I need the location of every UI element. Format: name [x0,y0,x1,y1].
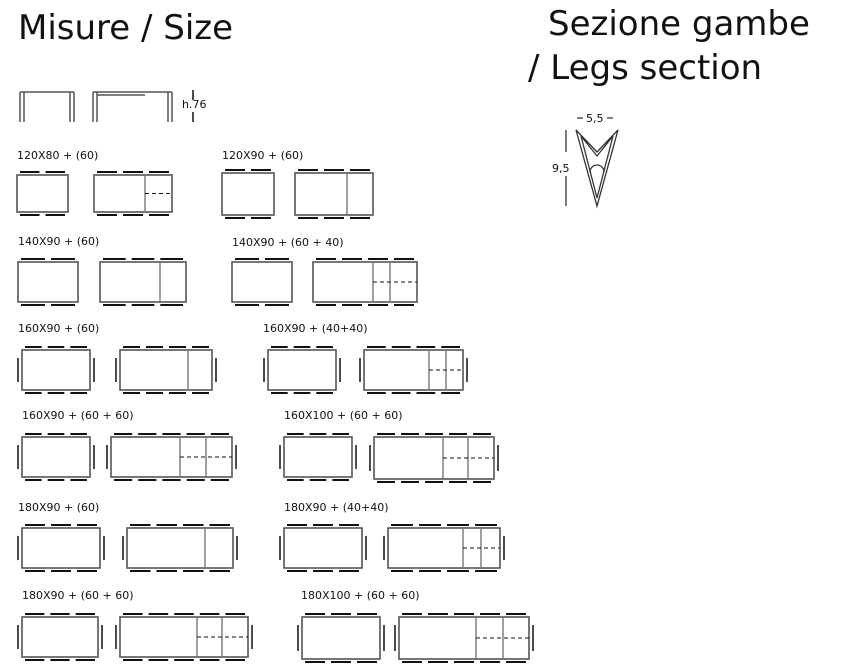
size-label: 160X90 + (60 + 60) [22,409,134,422]
table-plan [312,258,418,306]
leg-section-drawing [565,117,619,209]
size-label: 180X100 + (60 + 60) [301,589,420,602]
side-elevation [19,90,194,122]
table-top [21,436,91,478]
table-plan [16,171,69,216]
table-top [99,261,187,303]
table-plan [115,613,253,661]
table-plan [383,524,505,572]
table-top [398,616,530,660]
table-top [21,616,99,658]
table-top [387,527,501,569]
table-top [363,349,464,391]
legs-title-line1: Sezione gambe [548,4,810,44]
table-plan [115,346,217,394]
size-label: 140X90 + (60 + 40) [232,236,344,249]
table-plan [279,433,357,481]
height-label: h.76 [182,98,207,111]
size-label: 160X100 + (60 + 60) [284,409,403,422]
table-plan [106,433,237,481]
table-top [373,436,495,480]
table-plan [122,524,238,572]
table-plan [17,524,105,572]
legs-section-title: Sezione gambe/ Legs section [528,2,810,90]
size-label: 120X90 + (60) [222,149,304,162]
size-label: 180X90 + (60) [18,501,100,514]
table-plan [17,346,95,394]
table-top [221,172,275,216]
table-top [267,349,337,391]
table-plan [231,258,293,306]
table-top [294,172,374,216]
size-label: 180X90 + (40+40) [284,501,389,514]
table-plan [297,613,385,663]
page-title: Misure / Size [18,8,234,48]
size-label: 180X90 + (60 + 60) [22,589,134,602]
table-top [283,527,363,569]
table-plan [17,433,95,481]
legs-title-line2: / Legs section [528,48,763,88]
table-top [126,527,234,569]
table-plan [17,613,103,661]
table-plan [99,258,187,306]
table-top [301,616,381,660]
table-top [16,174,69,213]
table-plan [294,169,374,219]
table-plan [93,171,173,216]
table-plan [221,169,275,219]
leg-depth-label: 9,5 [552,162,570,175]
table-top [110,436,233,478]
table-plan [263,346,341,394]
table-top [21,527,101,569]
table-plan [279,524,367,572]
table-top [17,261,79,303]
table-top [93,174,173,213]
table-plan [394,613,534,663]
table-plan [369,433,499,483]
size-label: 160X90 + (40+40) [263,322,368,335]
size-label: 120X80 + (60) [17,149,99,162]
size-label: 140X90 + (60) [18,235,100,248]
table-top [21,349,91,391]
table-top [283,436,353,478]
table-plan [17,258,79,306]
table-top [119,349,213,391]
size-label: 160X90 + (60) [18,322,100,335]
leg-width-label: 5,5 [586,112,604,125]
table-plan [359,346,468,394]
table-top [231,261,293,303]
